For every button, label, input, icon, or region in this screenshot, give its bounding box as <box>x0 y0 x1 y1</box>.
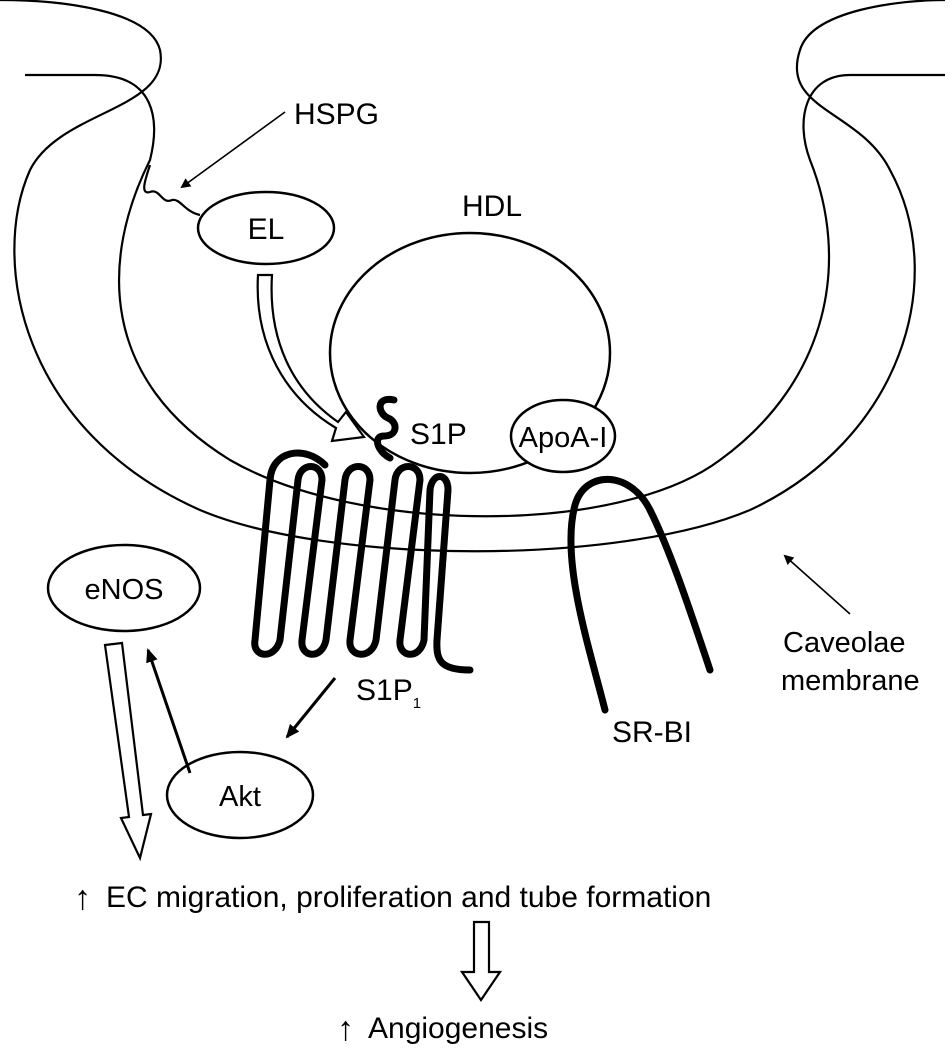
srbi-receptor <box>567 475 714 714</box>
akt-ellipse <box>165 750 315 840</box>
outcome-up-arrow: ↑ <box>74 879 91 917</box>
apoa1-ellipse <box>509 398 617 474</box>
caveolae-membrane-inner <box>25 73 945 518</box>
el-label: EL <box>248 213 285 246</box>
caveolae-label-line2: membrane <box>781 665 920 697</box>
caveolae-pointer-arrow <box>783 554 851 615</box>
hspg-chain <box>143 164 201 217</box>
hdl-label: HDL <box>462 190 522 223</box>
caveolae-label-line1: Caveolae <box>783 627 906 659</box>
apoa1-label: ApoA-I <box>519 422 608 454</box>
angiogenesis-up-arrow: ↑ <box>337 1010 354 1048</box>
enos-ellipse <box>46 543 202 633</box>
el-to-s1p-arrow <box>256 273 366 443</box>
angiogenesis-text: Angiogenesis <box>368 1012 548 1045</box>
s1p1-label-subscript: 1 <box>413 695 421 712</box>
el-ellipse <box>196 190 336 266</box>
akt-to-enos-arrow <box>146 648 192 774</box>
s1p-molecule <box>374 395 399 462</box>
enos-label: eNOS <box>85 574 164 606</box>
enos-to-outcome-arrow <box>103 641 153 862</box>
s1p1-receptor <box>251 449 474 674</box>
hspg-label: HSPG <box>294 98 379 131</box>
s1p1-label-main: S1P <box>356 674 413 707</box>
outcome-to-angiogenesis-arrow <box>459 920 503 1002</box>
outcome-text: EC migration, proliferation and tube for… <box>106 881 711 914</box>
s1p-label: S1P <box>410 418 467 451</box>
caveolae-membrane-outer <box>0 0 946 553</box>
s1p1-label: S1P1 <box>356 674 421 712</box>
srbi-label: SR-BI <box>612 716 692 749</box>
s1p1-to-akt-arrow <box>285 677 337 739</box>
hspg-pointer-arrow <box>180 111 286 189</box>
akt-label: Akt <box>219 781 261 813</box>
